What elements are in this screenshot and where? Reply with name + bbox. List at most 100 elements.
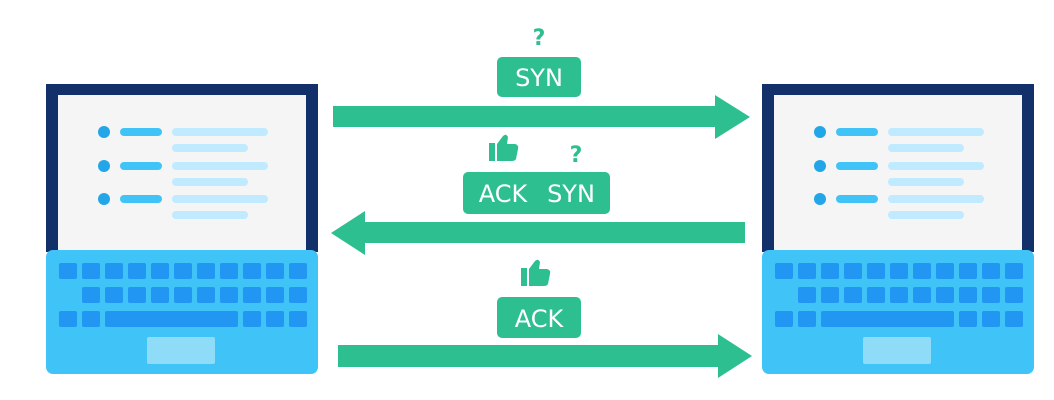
keyboard-key <box>220 263 238 279</box>
keyboard-key <box>959 311 977 327</box>
laptop-client <box>46 84 318 374</box>
screen <box>58 95 306 252</box>
keyboard-key <box>913 287 931 303</box>
keyboard-key <box>82 311 100 327</box>
label-text: SYN <box>515 64 563 92</box>
list-line-light <box>172 128 268 136</box>
keyboard-key <box>151 287 169 303</box>
keyboard-key <box>243 311 261 327</box>
arrow-right <box>333 95 750 139</box>
keyboard-spacebar <box>105 311 238 327</box>
keyboard-key <box>821 287 839 303</box>
keyboard-key <box>174 263 192 279</box>
message-ack: ACK <box>338 259 752 378</box>
list-line-light <box>172 195 268 203</box>
list-bullet <box>814 193 826 205</box>
keyboard-key <box>243 287 261 303</box>
keyboard-key <box>867 263 885 279</box>
question-icon: ? <box>533 26 546 51</box>
list-line-dark <box>836 162 878 170</box>
label-text-syn: SYN <box>547 180 595 208</box>
list-line-light <box>172 162 268 170</box>
list-line-light <box>172 178 248 186</box>
keyboard-key <box>1005 311 1023 327</box>
keyboard-key <box>220 287 238 303</box>
laptop-icon <box>762 84 1034 374</box>
keyboard-key <box>289 263 307 279</box>
keyboard-key <box>105 263 123 279</box>
keyboard-keys <box>59 263 307 327</box>
keyboard-key <box>105 287 123 303</box>
list-bullet <box>814 160 826 172</box>
keyboard-key <box>59 263 77 279</box>
keyboard-key <box>821 263 839 279</box>
list-line-dark <box>836 128 878 136</box>
keyboard-keys <box>775 263 1023 327</box>
keyboard-key <box>59 311 77 327</box>
screen <box>774 95 1022 252</box>
list-line-light <box>172 211 248 219</box>
keyboard-key <box>867 287 885 303</box>
keyboard-key <box>798 263 816 279</box>
keyboard-key <box>798 287 816 303</box>
list-line-dark <box>120 162 162 170</box>
keyboard-key <box>266 287 284 303</box>
keyboard-key <box>982 263 1000 279</box>
keyboard-key <box>128 287 146 303</box>
list-bullet <box>98 126 110 138</box>
list-line-light <box>888 211 964 219</box>
keyboard-key <box>844 287 862 303</box>
label-box <box>497 57 581 97</box>
list-bullet <box>814 126 826 138</box>
touchpad <box>147 337 215 364</box>
screen-list <box>98 126 268 219</box>
keyboard-key <box>197 263 215 279</box>
keyboard-key <box>775 311 793 327</box>
keyboard-key <box>959 263 977 279</box>
thumbs-up-icon <box>521 259 551 286</box>
keyboard-key <box>1005 263 1023 279</box>
label-box <box>463 172 610 214</box>
keyboard-key <box>289 287 307 303</box>
keyboard-key <box>844 263 862 279</box>
label-text-ack: ACK <box>479 180 529 208</box>
keyboard-key <box>266 311 284 327</box>
keyboard-key <box>798 311 816 327</box>
arrow-left <box>331 211 745 255</box>
arrow-right <box>338 334 752 378</box>
list-line-light <box>888 144 964 152</box>
keyboard-key <box>1005 287 1023 303</box>
keyboard-key <box>982 311 1000 327</box>
list-line-light <box>888 162 984 170</box>
thumbs-up-icon <box>489 134 519 161</box>
list-line-dark <box>836 195 878 203</box>
keyboard-key <box>936 287 954 303</box>
keyboard-key <box>174 287 192 303</box>
list-bullet <box>98 160 110 172</box>
keyboard-key <box>266 263 284 279</box>
keyboard-spacebar <box>821 311 954 327</box>
list-line-light <box>888 195 984 203</box>
laptop-server <box>762 84 1034 374</box>
keyboard-key <box>775 263 793 279</box>
list-line-light <box>888 178 964 186</box>
laptop-icon <box>46 84 318 374</box>
question-icon: ? <box>570 143 583 168</box>
keyboard-key <box>128 263 146 279</box>
keyboard-key <box>289 311 307 327</box>
keyboard-key <box>890 263 908 279</box>
screen-list <box>814 126 984 219</box>
message-syn-ack: ? ACK SYN <box>331 134 745 255</box>
label-text: ACK <box>515 305 565 333</box>
keyboard-key <box>82 287 100 303</box>
keyboard-key <box>197 287 215 303</box>
list-line-dark <box>120 195 162 203</box>
keyboard-key <box>890 287 908 303</box>
touchpad <box>863 337 931 364</box>
list-line-light <box>172 144 248 152</box>
keyboard-key <box>936 263 954 279</box>
keyboard-key <box>959 287 977 303</box>
keyboard-key <box>243 263 261 279</box>
label-box <box>497 297 581 338</box>
list-bullet <box>98 193 110 205</box>
